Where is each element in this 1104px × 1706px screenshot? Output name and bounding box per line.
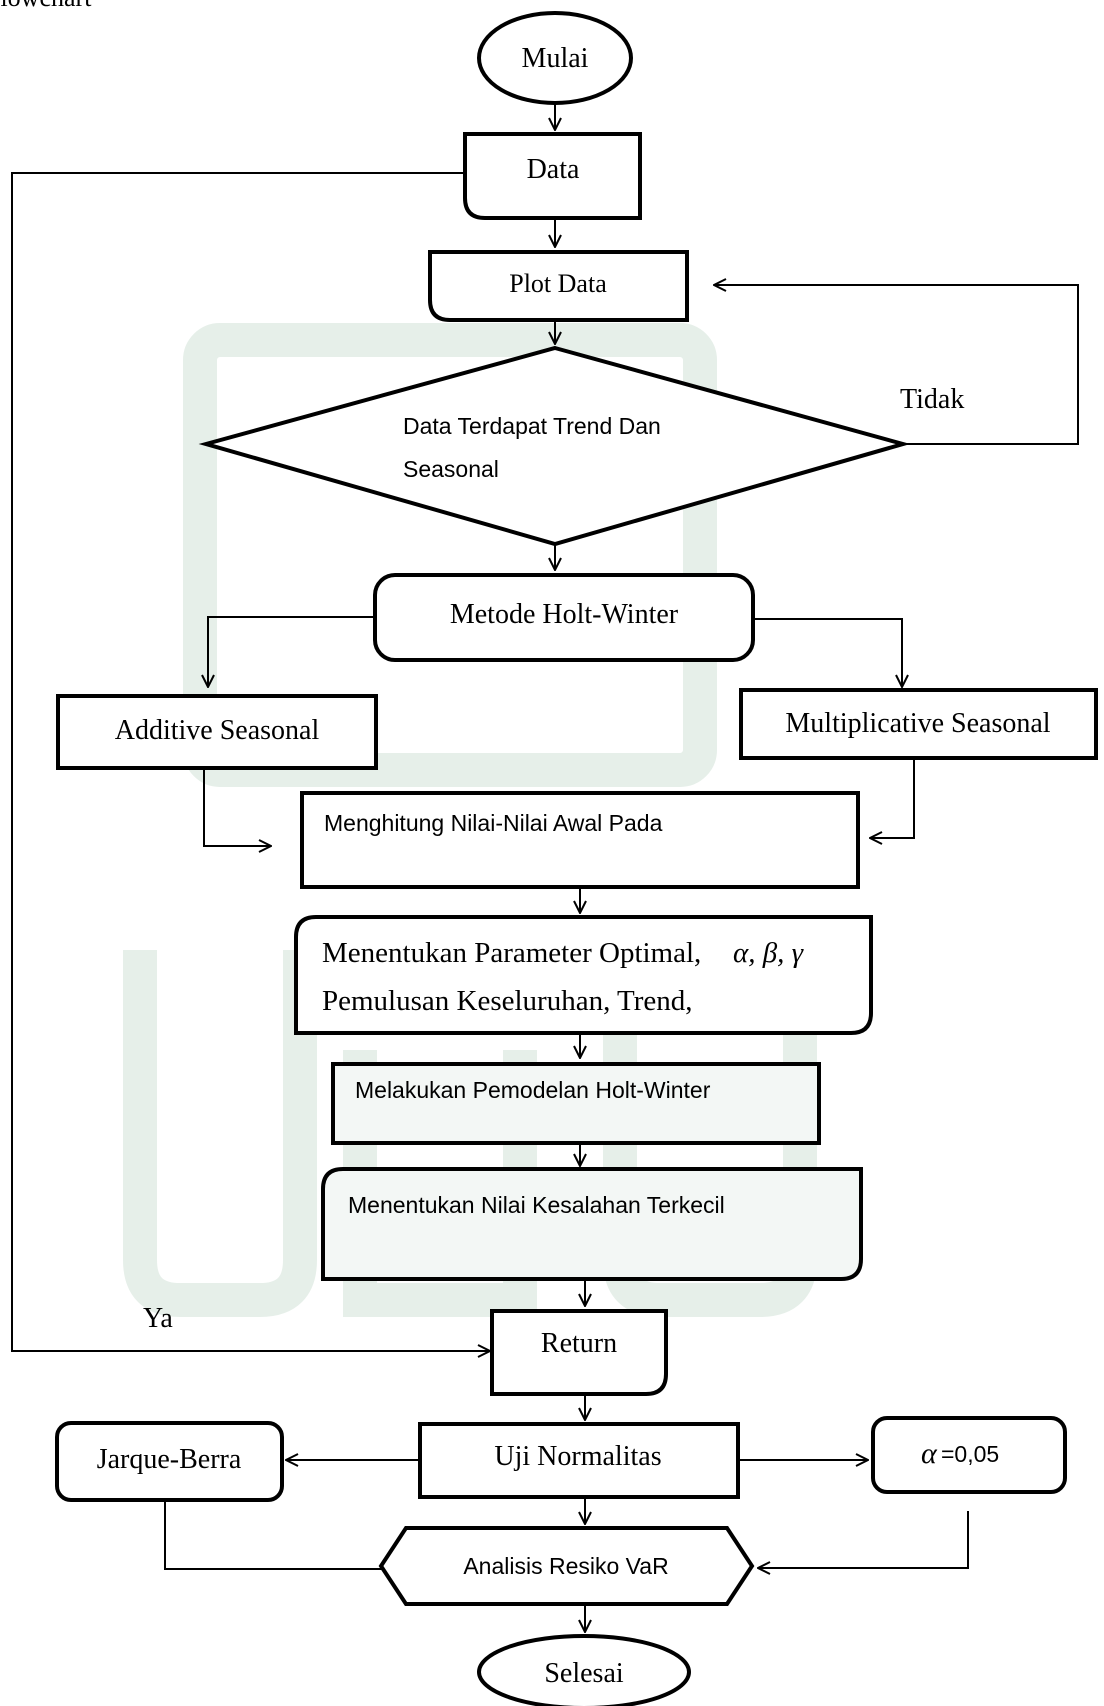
arrow-alpha-to-var <box>758 1511 969 1568</box>
initial-values-box: Menghitung Nilai-Nilai Awal Pada <box>300 791 860 889</box>
multiplicative-label: Multiplicative Seasonal <box>785 708 1050 739</box>
data-box: Data <box>463 132 642 220</box>
decision-line-1: Data Terdapat Trend Dan <box>403 413 661 439</box>
start-terminator: Mulai <box>477 11 633 105</box>
arrow-method-to-multiplicative <box>752 618 902 687</box>
header-fragment: Flowchart <box>0 0 92 12</box>
connectors <box>11 104 1079 1632</box>
additive-seasonal-box: Additive Seasonal <box>56 694 378 770</box>
var-analysis-label: Analisis Resiko VaR <box>463 1553 668 1579</box>
no-label: Tidak <box>900 384 964 415</box>
arrow-method-to-additive <box>208 616 373 687</box>
arrow-jarque-to-var <box>164 1502 400 1569</box>
return-box: Return <box>490 1309 668 1396</box>
modeling-label: Melakukan Pemodelan Holt-Winter <box>355 1077 711 1103</box>
initial-values-label: Menghitung Nilai-Nilai Awal Pada <box>324 810 663 836</box>
alpha-symbol: α <box>921 1437 938 1470</box>
holt-winter-modeling-box: Melakukan Pemodelan Holt-Winter <box>331 1062 821 1145</box>
data-label: Data <box>527 154 580 185</box>
jarque-bera-label: Jarque-Berra <box>97 1444 242 1475</box>
arrow-additive-to-initial <box>203 770 271 846</box>
parameters-symbols: α, β, γ <box>733 937 805 969</box>
multiplicative-seasonal-box: Multiplicative Seasonal <box>739 688 1098 760</box>
parameters-line-2: Pemulusan Keseluruhan, Trend, <box>322 985 693 1017</box>
end-label: Selesai <box>544 1658 624 1689</box>
decision-line-2: Seasonal <box>403 456 499 482</box>
alpha-level-box: α =0,05 <box>871 1416 1067 1494</box>
method-label: Metode Holt-Winter <box>450 599 679 630</box>
arrow-no-loop <box>714 285 1079 445</box>
normality-label: Uji Normalitas <box>494 1441 661 1472</box>
return-label: Return <box>541 1328 617 1359</box>
var-analysis-box: Analisis Resiko VaR <box>378 1526 755 1606</box>
arrow-multiplicative-to-initial <box>870 760 915 838</box>
arrow-yes-loop <box>11 172 490 1351</box>
optimal-parameters-box: Menentukan Parameter Optimal, α, β, γ Pe… <box>294 915 873 1035</box>
min-error-label: Menentukan Nilai Kesalahan Terkecil <box>348 1192 725 1218</box>
alpha-value: =0,05 <box>941 1441 999 1467</box>
parameters-line-1: Menentukan Parameter Optimal, <box>322 937 701 969</box>
min-error-box: Menentukan Nilai Kesalahan Terkecil <box>321 1167 863 1281</box>
jarque-bera-box: Jarque-Berra <box>55 1421 284 1502</box>
start-label: Mulai <box>522 43 589 74</box>
plot-data-label: Plot Data <box>509 269 607 298</box>
end-terminator: Selesai <box>477 1634 691 1706</box>
yes-label: Ya <box>143 1303 173 1334</box>
normality-test-box: Uji Normalitas <box>418 1422 740 1499</box>
additive-label: Additive Seasonal <box>115 715 320 746</box>
holt-winter-method-box: Metode Holt-Winter <box>373 573 755 662</box>
plot-data-box: Plot Data <box>428 250 689 322</box>
trend-seasonal-decision: Data Terdapat Trend Dan Seasonal <box>198 345 911 547</box>
